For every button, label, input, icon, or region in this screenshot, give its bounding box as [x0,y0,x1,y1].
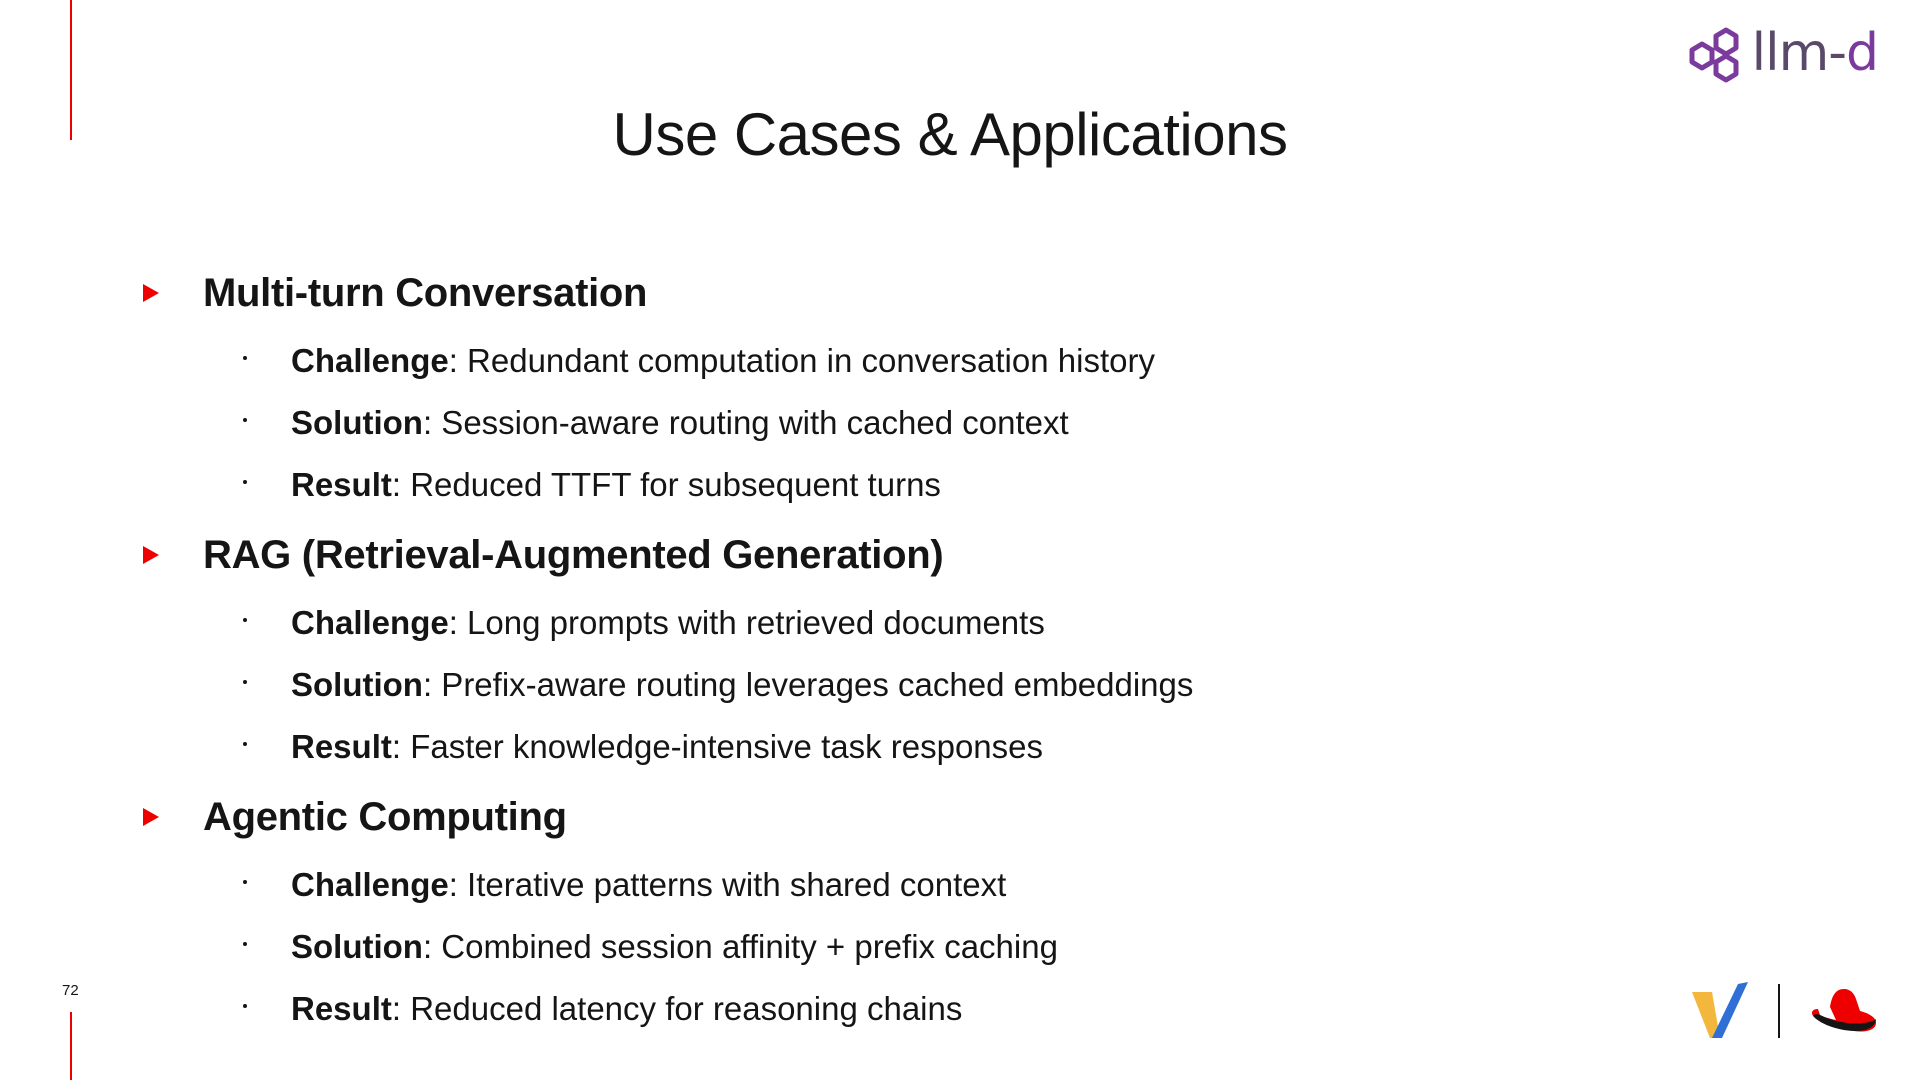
vllm-logo-icon [1692,982,1748,1038]
item-text: : Prefix-aware routing leverages cached … [422,666,1194,703]
dot-bullet-icon [243,618,247,622]
llm-d-logo-icon [1689,27,1739,83]
item-label: Challenge [291,866,449,903]
triangle-bullet-icon [143,284,159,302]
slide-title: Use Cases & Applications [612,101,1288,168]
section-head: RAG (Retrieval-Augmented Generation) [143,530,1643,580]
left-red-rule-top [70,0,72,140]
item-label: Solution [291,404,423,441]
dot-bullet-icon [243,942,247,946]
dot-bullet-icon [243,1004,247,1008]
item-text: : Reduced TTFT for subsequent turns [391,466,941,503]
item-text: : Iterative patterns with shared context [448,866,1007,903]
item-text: : Combined session affinity + prefix cac… [422,928,1058,965]
dot-bullet-icon [243,680,247,684]
logo-text-main: llm- [1751,23,1847,83]
item-text: : Session-aware routing with cached cont… [422,404,1069,441]
item-label: Solution [291,928,423,965]
llm-d-logo: llm-d [1688,22,1879,84]
list-item: Challenge: Iterative patterns with share… [143,854,1643,916]
item-label: Solution [291,666,423,703]
list-item: Solution: Combined session affinity + pr… [143,916,1643,978]
section-head: Multi-turn Conversation [143,268,1643,318]
left-red-rule-bottom [70,1012,72,1080]
section-title: Agentic Computing [203,794,567,839]
item-label: Result [291,728,392,765]
section-agentic: Agentic Computing Challenge: Iterative p… [143,792,1643,1040]
item-text: : Reduced latency for reasoning chains [391,990,963,1027]
section-items: Challenge: Redundant computation in conv… [143,330,1643,516]
content-list: Multi-turn Conversation Challenge: Redun… [143,268,1643,1054]
logo-text-accent: d [1845,23,1879,83]
list-item: Result: Faster knowledge-intensive task … [143,716,1643,778]
item-text: : Redundant computation in conversation … [448,342,1155,379]
section-items: Challenge: Iterative patterns with share… [143,854,1643,1040]
section-rag: RAG (Retrieval-Augmented Generation) Cha… [143,530,1643,778]
list-item: Result: Reduced latency for reasoning ch… [143,978,1643,1040]
triangle-bullet-icon [143,546,159,564]
dot-bullet-icon [243,418,247,422]
list-item: Solution: Prefix-aware routing leverages… [143,654,1643,716]
triangle-bullet-icon [143,808,159,826]
dot-bullet-icon [243,480,247,484]
item-label: Challenge [291,342,449,379]
section-multi-turn: Multi-turn Conversation Challenge: Redun… [143,268,1643,516]
item-label: Result [291,990,392,1027]
section-head: Agentic Computing [143,792,1643,842]
red-hat-logo-icon [1811,989,1876,1032]
dot-bullet-icon [243,742,247,746]
footer-divider [1778,984,1780,1038]
item-label: Challenge [291,604,449,641]
section-title: RAG (Retrieval-Augmented Generation) [203,532,944,577]
page-number: 72 [62,982,79,999]
item-text: : Faster knowledge-intensive task respon… [391,728,1044,765]
list-item: Challenge: Long prompts with retrieved d… [143,592,1643,654]
item-text: : Long prompts with retrieved documents [448,604,1045,641]
section-items: Challenge: Long prompts with retrieved d… [143,592,1643,778]
llm-d-logo-text: llm-d [1752,27,1879,79]
dot-bullet-icon [243,356,247,360]
list-item: Challenge: Redundant computation in conv… [143,330,1643,392]
section-title: Multi-turn Conversation [203,270,648,315]
dot-bullet-icon [243,880,247,884]
list-item: Solution: Session-aware routing with cac… [143,392,1643,454]
item-label: Result [291,466,392,503]
list-item: Result: Reduced TTFT for subsequent turn… [143,454,1643,516]
footer-logos [1692,982,1878,1040]
